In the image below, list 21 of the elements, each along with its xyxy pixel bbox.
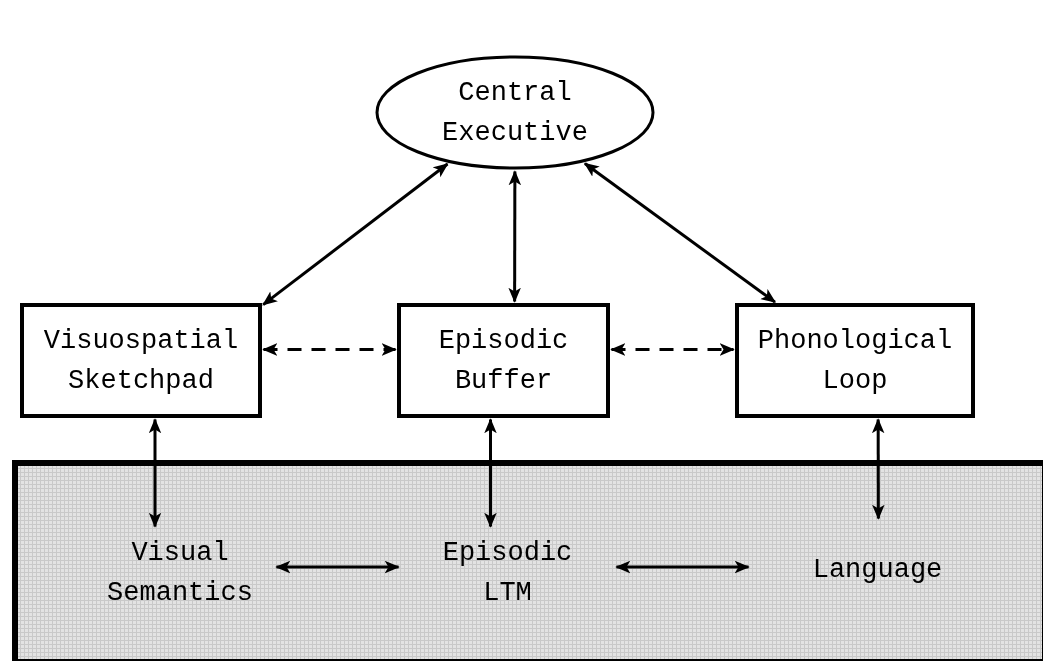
- component-box: [735, 303, 975, 418]
- node-label: Phonological Loop: [756, 324, 954, 398]
- node-label: Episodic Buffer: [437, 324, 570, 398]
- arrow: [508, 170, 522, 303]
- node-label: Visuospatial Sketchpad: [42, 324, 240, 398]
- memory-label: Episodic LTM: [441, 537, 574, 610]
- node-label: Central Executive: [441, 76, 589, 150]
- arrow: [615, 560, 750, 574]
- arrow: [262, 162, 449, 306]
- memory-label: Language: [812, 554, 943, 587]
- dashed-arrow: [610, 343, 735, 356]
- component-box: [397, 303, 610, 418]
- arrow: [275, 560, 400, 574]
- memory-label: Visual Semantics: [106, 537, 254, 610]
- component-box: [20, 303, 262, 418]
- arrow: [148, 418, 162, 528]
- arrow: [583, 162, 776, 304]
- long-term-memory-band: [12, 460, 1043, 661]
- dashed-arrow: [262, 343, 397, 356]
- arrow: [484, 418, 497, 528]
- arrow: [871, 418, 885, 520]
